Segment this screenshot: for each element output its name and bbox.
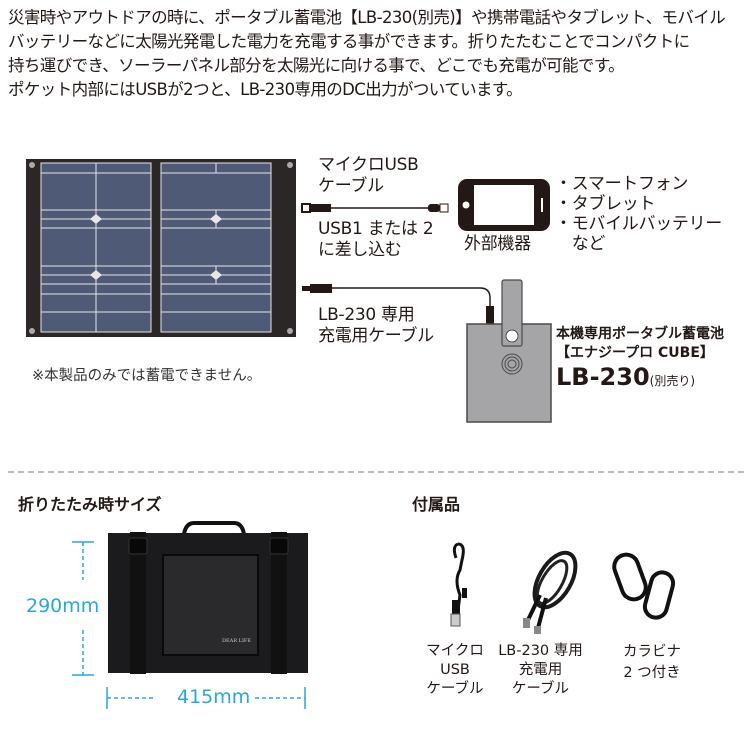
device-list-item: ・モバイルバッテリー [555, 214, 722, 234]
device-list-item: ・タブレット [555, 194, 656, 214]
folded-bag-photo: DEAR LIFE [108, 521, 308, 674]
intro-paragraph: 災害時やアウトドアの時に、ポータブル蓄電池【LB-230(別売)】や携帯電話やタ… [8, 6, 748, 102]
width-dimension-line [106, 687, 306, 709]
dc-cable-icon [302, 284, 494, 325]
accessories-title: 付属品 [412, 495, 461, 514]
device-label: 外部機器 [464, 234, 531, 254]
micro-usb-cable-photo [450, 542, 467, 627]
intro-line: 災害時やアウトドアの時に、ポータブル蓄電池【LB-230(別売)】や携帯電話やタ… [8, 8, 726, 27]
height-dimension-line [72, 541, 94, 676]
height-value: 290mm [26, 595, 100, 617]
device-list: ・スマートフォン ・タブレット ・モバイルバッテリー など [555, 174, 722, 254]
accessory-caption-dc: LB-230 専用 充電用 ケーブル [498, 643, 583, 697]
intro-line: バッテリーなどに太陽光発電した電力を充電する事ができます。折りたたむことでコンパ… [8, 32, 690, 51]
brand-logo: DEAR LIFE [222, 638, 251, 644]
usb-plug-label: USB1 または 2 に差し込む [318, 219, 434, 260]
notice-text: ※本製品のみでは蓄電できません。 [32, 368, 262, 384]
intro-line: ポケット内部にはUSBが2つと、LB-230専用のDC出力がついています。 [8, 80, 523, 99]
accessory-caption-carabiner: カラビナ 2 つ付き [623, 644, 681, 681]
section-divider [8, 471, 744, 473]
device-list-item: ・スマートフォン [555, 174, 689, 194]
battery-lb230-illustration [466, 279, 552, 423]
solar-panel-illustration [26, 159, 296, 337]
battery-sold-separately: (別売り) [649, 374, 696, 388]
dc-cable-photo [523, 550, 578, 634]
solar-cells-left [40, 162, 152, 333]
battery-label: 本機専用ポータブル蓄電池 【エナジープロ CUBE】 LB-230(別売り) [556, 326, 724, 391]
width-value: 415mm [177, 686, 251, 708]
accessory-caption-usb: マイクロ USB ケーブル [426, 643, 484, 697]
solar-cells-right [160, 162, 272, 333]
battery-model: LB-230 [556, 363, 650, 391]
folded-size-title: 折りたたみ時サイズ [18, 495, 162, 514]
device-list-item: など [555, 234, 606, 254]
micro-usb-cable-icon [301, 203, 449, 213]
carabiner-photo [612, 552, 676, 620]
intro-line: 持ち運びでき、ソーラーパネル部分を太陽光に向ける事で、どこでも充電が可能です。 [8, 56, 625, 75]
usb-cable-label: マイクロUSB ケーブル [318, 155, 419, 196]
smartphone-icon [458, 179, 550, 231]
dc-cable-label: LB-230 専用 充電用ケーブル [318, 305, 434, 346]
